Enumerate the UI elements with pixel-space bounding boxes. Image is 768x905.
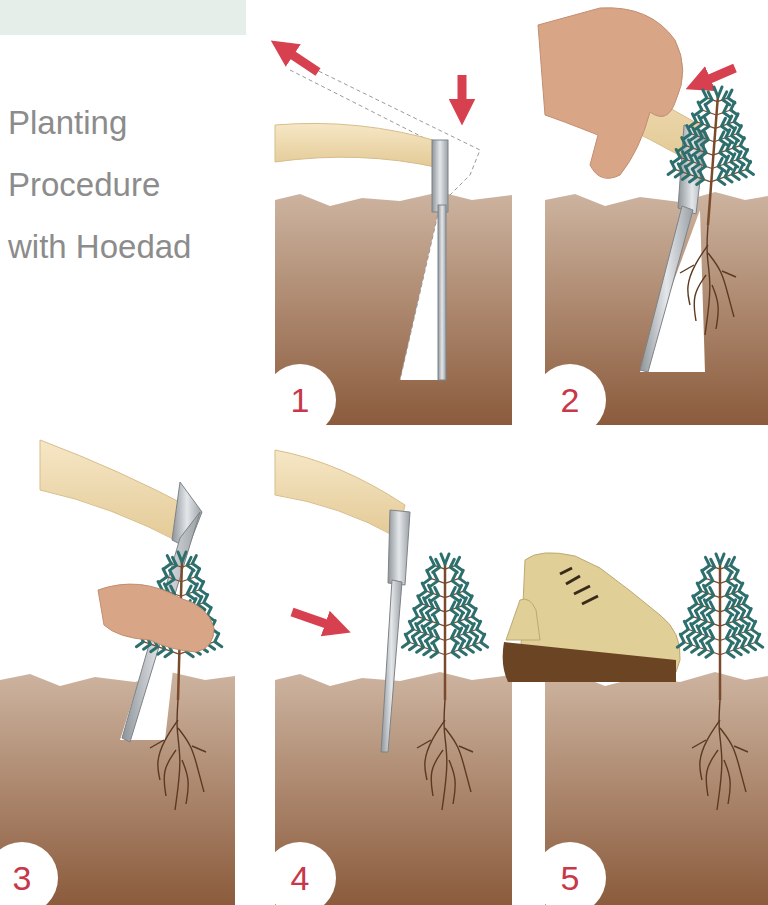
callout-number: 3	[13, 859, 32, 898]
seedling	[668, 87, 753, 335]
soil	[545, 192, 768, 425]
step-1-figure	[275, 48, 480, 380]
callout-number: 1	[291, 381, 310, 420]
callout-number: 2	[561, 381, 580, 420]
callout-circles	[0, 364, 606, 905]
step-4-figure	[275, 450, 410, 752]
boot	[503, 553, 681, 682]
seedling	[402, 554, 487, 810]
callout-number: 5	[561, 859, 580, 898]
step-2-figure	[538, 8, 735, 372]
diagram-title: Planting Procedure with Hoedad	[8, 92, 213, 278]
header-bar	[0, 0, 246, 35]
soil	[545, 672, 768, 905]
callout-number: 4	[291, 859, 310, 898]
hand	[98, 584, 214, 652]
seedling	[677, 554, 762, 810]
